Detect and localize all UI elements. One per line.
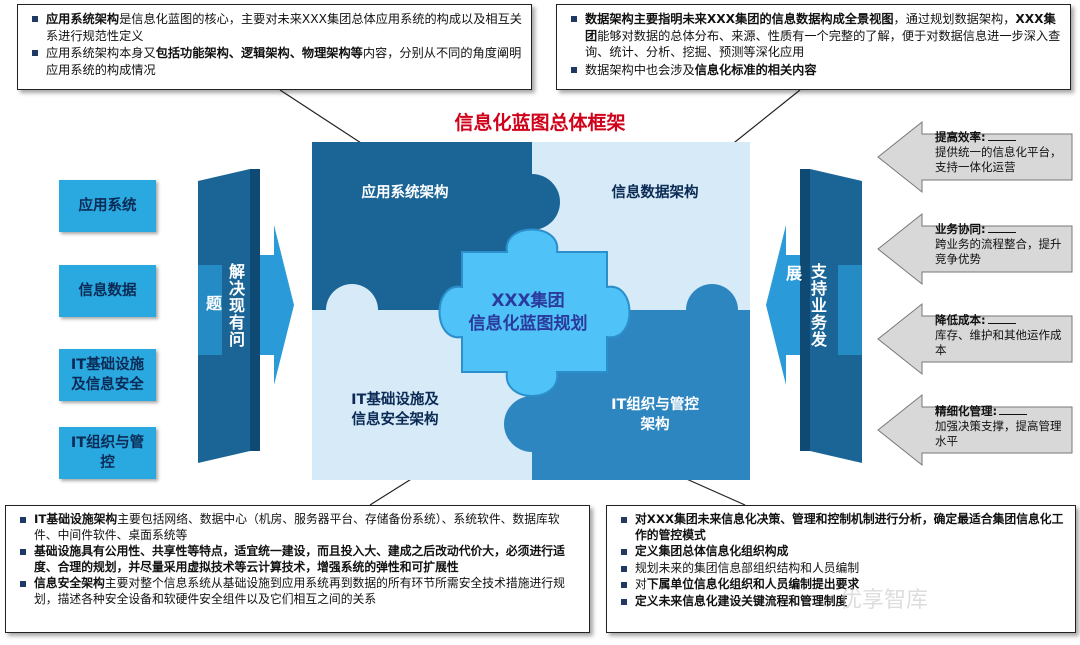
benefit-efficiency: 提高效率:提供统一的信息化平台，支持一体化运营 — [935, 130, 1065, 175]
right-support-arrow — [766, 169, 862, 463]
callout-item: 信息安全架构主要对整个信息系统从基础设施到应用系统再到数据的所有环节所需安全技术… — [20, 576, 581, 607]
callout-application-architecture: 应用系统架构是信息化蓝图的核心，主要对未来XXX集团总体应用系统的构成以及相互关… — [17, 4, 532, 90]
left-solve-arrow — [198, 169, 294, 463]
puzzle-diagram — [312, 142, 750, 480]
diagram-title: 信息化蓝图总体框架 — [454, 112, 626, 134]
callout-item: 应用系统架构本身又包括功能架构、逻辑架构、物理架构等内容，分别从不同的角度阐明应… — [32, 45, 523, 78]
benefit-collaboration: 业务协同:跨业务的流程整合，提升竞争优势 — [935, 222, 1065, 267]
left-button-org: IT组织与管 控 — [59, 427, 156, 479]
puzzle-label-infrastructure: IT基础设施及 信息安全架构 — [351, 392, 439, 428]
callout-org-governance: 对XXX集团未来信息化决策、管理和控制机制进行分析，确定最适合集团信息化工作的管… — [606, 505, 1076, 633]
callout-item: 数据架构中也会涉及信息化标准的相关内容 — [571, 62, 1062, 79]
left-arrow-main-text: 解决现有问 — [226, 263, 245, 348]
left-button-application: 应用系统 — [59, 180, 156, 232]
callout-item: IT基础设施架构主要包括网络、数据中心（机房、服务器平台、存储备份系统）、系统软… — [20, 512, 581, 543]
benefit-cost: 降低成本:库存、维护和其他运作成本 — [935, 313, 1065, 358]
left-button-data: 信息数据 — [59, 265, 156, 317]
puzzle-center — [438, 228, 631, 397]
puzzle-label-application: 应用系统架构 — [361, 185, 449, 201]
benefit-management: 精细化管理:加强决策支撑，提高管理水平 — [935, 404, 1065, 449]
watermark: 优享智库 — [840, 588, 929, 613]
callout-item: 定义集团总体信息化组织构成 — [621, 544, 1067, 560]
callout-item: 基础设施具有公用性、共享性等特点，适宜统一建设，而且投入大、建成之后改动代价大，… — [20, 544, 581, 575]
puzzle-label-org: IT组织与管控 架构 — [611, 397, 699, 433]
right-arrow-main-text: 支持业务发 — [808, 263, 827, 348]
callout-item: 定义未来信息化建设关键流程和管理制度 — [621, 594, 1067, 610]
left-arrow-side-text: 题 — [203, 295, 222, 312]
puzzle-label-center: XXX集团 信息化蓝图规划 — [468, 291, 588, 334]
callout-item: 应用系统架构是信息化蓝图的核心，主要对未来XXX集团总体应用系统的构成以及相互关… — [32, 11, 523, 44]
right-arrow-side-text: 展 — [783, 265, 802, 282]
callout-data-architecture: 数据架构主要指明未来XXX集团的信息数据构成全景视图，通过规划数据架构，XXX集… — [556, 4, 1071, 90]
callout-item: 对XXX集团未来信息化决策、管理和控制机制进行分析，确定最适合集团信息化工作的管… — [621, 512, 1067, 543]
callout-item: 规划未来的集团信息部组织结构和人员编制 — [621, 561, 1067, 577]
callout-item: 数据架构主要指明未来XXX集团的信息数据构成全景视图，通过规划数据架构，XXX集… — [571, 11, 1062, 61]
puzzle-label-data: 信息数据架构 — [611, 185, 699, 201]
left-button-infrastructure: IT基础设施 及信息安全 — [59, 349, 156, 401]
callout-infrastructure-architecture: IT基础设施架构主要包括网络、数据中心（机房、服务器平台、存储备份系统）、系统软… — [5, 505, 590, 633]
callout-item: 对下属单位信息化组织和人员编制提出要求 — [621, 577, 1067, 593]
